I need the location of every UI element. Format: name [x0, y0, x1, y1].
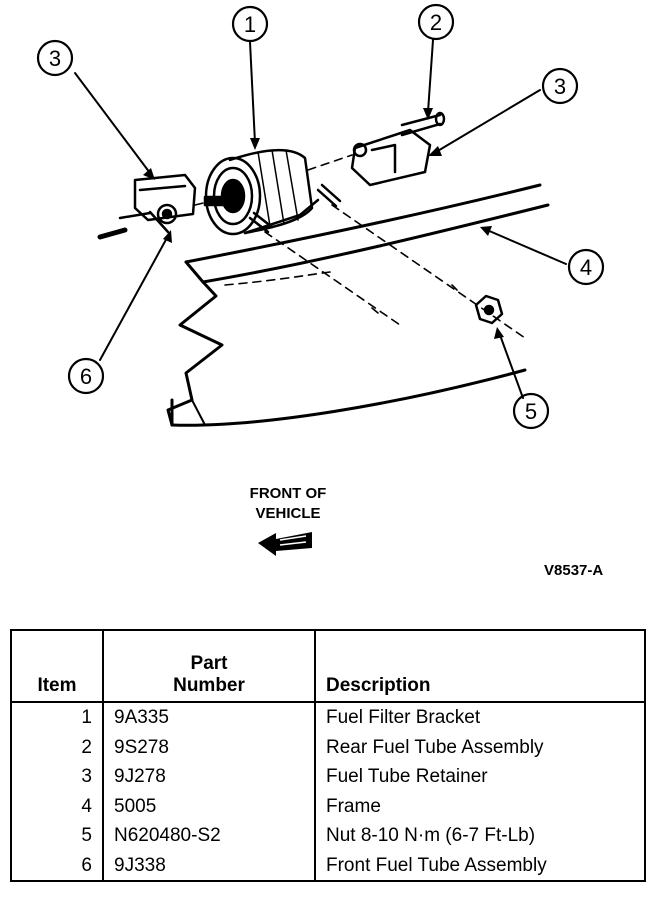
callout-6: 6 — [80, 364, 92, 389]
part-number-cell: N620480-S2 — [102, 821, 316, 851]
callout-2: 2 — [430, 10, 442, 35]
callout-5: 5 — [525, 399, 537, 424]
callout-3-left: 3 — [49, 46, 61, 71]
callout-1: 1 — [244, 12, 256, 37]
part-number-cell: 9A335 — [102, 702, 316, 733]
item-cell: 2 — [10, 732, 104, 762]
front-of-vehicle-label: FRONT OF VEHICLE — [228, 484, 348, 524]
item-cell: 3 — [10, 762, 104, 792]
front-label-line-2: VEHICLE — [255, 505, 321, 522]
callout-3-right: 3 — [554, 74, 566, 99]
table-row: 5 N620480-S2 Nut 8-10 N·m (6-7 Ft-Lb) — [10, 821, 646, 851]
table-header-row: Item Part Number Description — [10, 630, 646, 703]
item-cell: 5 — [10, 821, 104, 851]
part-number-cell: 9S278 — [102, 732, 316, 762]
header-item: Item — [10, 630, 104, 703]
front-direction-arrow-icon — [258, 532, 312, 556]
callout-4: 4 — [580, 255, 592, 280]
dashed-alignment-lines — [194, 154, 526, 339]
item-cell: 4 — [10, 791, 104, 821]
part-number-cell: 9J278 — [102, 762, 316, 792]
item-cell: 1 — [10, 702, 104, 733]
studs — [248, 183, 342, 234]
description-cell: Fuel Tube Retainer — [314, 762, 646, 792]
description-cell: Rear Fuel Tube Assembly — [314, 732, 646, 762]
parts-table: Item Part Number Description 1 9A335 Fue… — [10, 629, 646, 882]
callout-circles — [36, 3, 605, 430]
leader-lines — [74, 39, 567, 399]
description-cell: Frame — [314, 791, 646, 821]
fuel-filter-bracket — [203, 148, 320, 236]
part-number-cell: 5005 — [102, 791, 316, 821]
description-cell: Fuel Filter Bracket — [314, 702, 646, 733]
table-row: 3 9J278 Fuel Tube Retainer — [10, 762, 646, 792]
table-row: 6 9J338 Front Fuel Tube Assembly — [10, 850, 646, 881]
description-cell: Front Fuel Tube Assembly — [314, 850, 646, 881]
rear-fuel-tube-assembly — [350, 111, 446, 187]
header-description: Description — [314, 630, 646, 703]
fuel-tube-retainer-left — [97, 173, 197, 240]
table-row: 2 9S278 Rear Fuel Tube Assembly — [10, 732, 646, 762]
part-number-cell: 9J338 — [102, 850, 316, 881]
header-part-line-1: Part — [190, 653, 228, 674]
frame-rail — [166, 183, 550, 427]
description-cell: Nut 8-10 N·m (6-7 Ft-Lb) — [314, 821, 646, 851]
front-label-line-1: FRONT OF — [249, 485, 327, 502]
fuel-filter-diagram: 1 2 3 3 4 5 6 — [36, 3, 605, 556]
table-row: 1 9A335 Fuel Filter Bracket — [10, 702, 646, 733]
header-part-line-2: Number — [173, 675, 245, 696]
item-cell: 6 — [10, 850, 104, 881]
table-row: 4 5005 Frame — [10, 791, 646, 821]
figure-code: V8537-A — [544, 562, 604, 579]
header-part-number: Part Number — [102, 630, 316, 703]
